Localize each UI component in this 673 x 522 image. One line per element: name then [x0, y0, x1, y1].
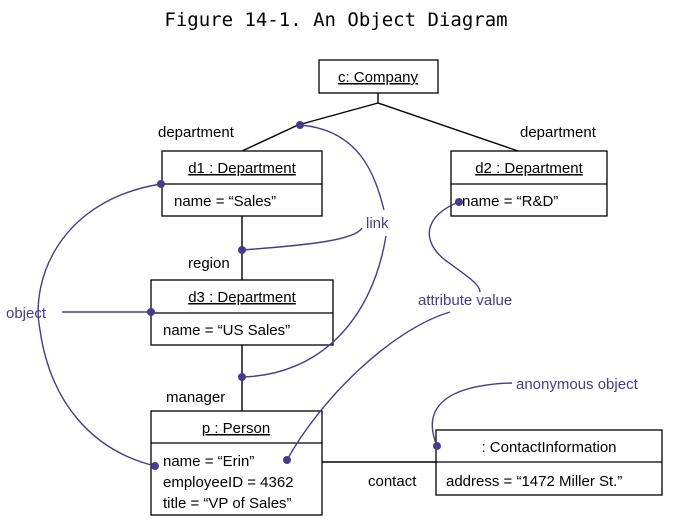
attribute-value-callout-top: [428, 201, 481, 293]
attribute-value-callout-bottom: [286, 311, 451, 461]
company-fork-left-link: [297, 102, 379, 126]
attribute-value: name = “US Sales”: [163, 322, 290, 339]
annotation-callouts: [37, 121, 513, 470]
attribute-value: name = “Erin”: [163, 453, 254, 470]
attribute-value: employeeID = 4362: [163, 474, 294, 491]
object-d1: d1 : Department name = “Sales”: [161, 150, 323, 217]
object-name: c: Company: [338, 69, 419, 86]
link-callout-top: [299, 124, 385, 211]
annotation-link: link: [366, 215, 389, 232]
annotation-anonymous-object: anonymous object: [516, 376, 639, 393]
annotation-attribute-value: attribute value: [418, 292, 512, 309]
object-contact-information: : ContactInformation address = “1472 Mil…: [435, 429, 663, 496]
attribute-value: title = “VP of Sales”: [163, 495, 292, 512]
department-link-d1: [241, 124, 299, 152]
links: [241, 93, 519, 463]
link-callout-middle: [241, 227, 363, 251]
object-name: d3 : Department: [188, 289, 296, 306]
role-department-right: department: [520, 124, 597, 141]
object-name: p : Person: [202, 420, 270, 437]
annotation-object: object: [6, 305, 47, 322]
figure-title: Figure 14-1. An Object Diagram: [164, 9, 507, 31]
object-company: c: Company: [318, 59, 439, 94]
object-person: p : Person name = “Erin” employeeID = 43…: [150, 410, 323, 516]
role-region: region: [188, 255, 230, 272]
link-callout-bottom: [241, 235, 387, 378]
role-contact: contact: [368, 473, 417, 490]
object-name: d2 : Department: [475, 160, 583, 177]
role-department-left: department: [158, 124, 235, 141]
object-name: : ContactInformation: [481, 439, 616, 456]
object-d2: d2 : Department name = “R&D”: [450, 150, 608, 217]
object-name: d1 : Department: [188, 160, 296, 177]
company-fork-right-link: [377, 102, 519, 152]
anonymous-object-callout: [431, 382, 513, 447]
attribute-value: name = “Sales”: [174, 193, 276, 210]
object-callout-curve: [37, 183, 162, 467]
role-manager: manager: [166, 389, 225, 406]
attribute-value: name = “R&D”: [462, 193, 558, 210]
object-d3: d3 : Department name = “US Sales”: [150, 279, 334, 346]
attribute-value: address = “1472 Miller St.”: [446, 473, 622, 490]
